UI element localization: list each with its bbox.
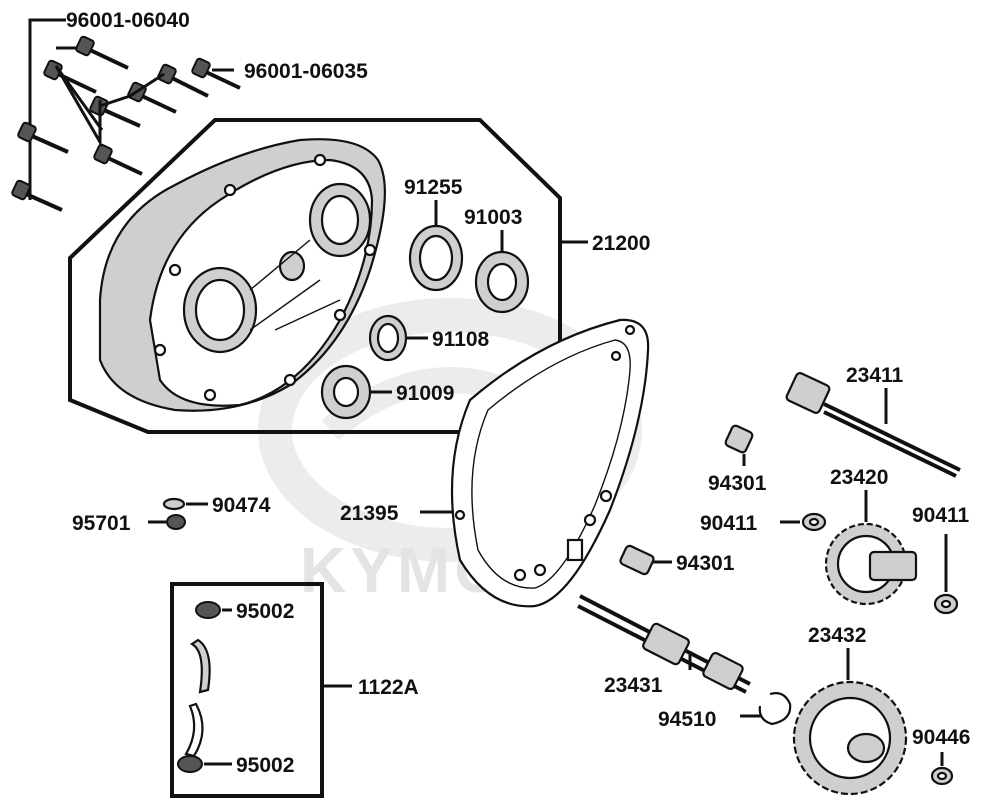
label-90446: 90446 [912, 726, 970, 749]
gear-23420 [824, 490, 918, 606]
dowel-pin-94301-b [619, 544, 672, 576]
label-94510: 94510 [658, 708, 716, 731]
label-1122A: 1122A [358, 676, 419, 699]
label-96001-06035: 96001-06035 [244, 60, 368, 83]
label-23432: 23432 [808, 624, 866, 647]
label-91108: 91108 [432, 328, 490, 351]
bolt [75, 35, 129, 70]
label-95701: 95701 [72, 512, 131, 535]
washer-90446 [930, 752, 954, 786]
shaft-23411 [785, 372, 961, 478]
label-23431: 23431 [604, 674, 663, 697]
hose-assembly [177, 601, 232, 773]
dowel-pin-94301-a [724, 424, 754, 466]
gear-23432 [792, 648, 908, 796]
label-95002-lower: 95002 [236, 754, 294, 777]
label-94301-lower: 94301 [676, 552, 735, 575]
shaft-23431 [577, 594, 751, 694]
transmission-case [98, 138, 386, 412]
label-91003: 91003 [464, 206, 522, 229]
washer-90411-a [780, 512, 827, 532]
gasket-21395 [420, 318, 650, 608]
label-94301-upper: 94301 [708, 472, 767, 495]
part-labels: 96001-06040 96001-06035 91255 91003 2120… [66, 9, 970, 777]
bearing-91255 [408, 200, 464, 292]
label-90411-left: 90411 [700, 512, 758, 535]
screw-90474-95701 [148, 497, 208, 530]
label-23411: 23411 [846, 364, 904, 387]
bearing-91108 [368, 314, 428, 362]
bolt [11, 179, 63, 212]
bolt [93, 143, 143, 176]
label-21200: 21200 [592, 232, 650, 255]
bolt [191, 57, 241, 90]
assembly-outline-1122A [170, 582, 324, 798]
washer-90411-b [933, 534, 959, 615]
bearing-91003 [474, 230, 530, 314]
bolt [127, 81, 177, 114]
circlip-94510 [740, 692, 792, 726]
label-90474: 90474 [212, 494, 271, 517]
label-91255: 91255 [404, 176, 463, 199]
bolt [157, 63, 209, 98]
bearing-91009 [320, 364, 392, 420]
bolt [17, 121, 69, 154]
label-23420: 23420 [830, 466, 888, 489]
bolt-group [11, 18, 241, 212]
label-96001-06040: 96001-06040 [66, 9, 190, 32]
label-95002-upper: 95002 [236, 600, 294, 623]
label-91009: 91009 [396, 382, 454, 405]
label-90411-right: 90411 [912, 504, 970, 527]
label-21395: 21395 [340, 502, 399, 525]
